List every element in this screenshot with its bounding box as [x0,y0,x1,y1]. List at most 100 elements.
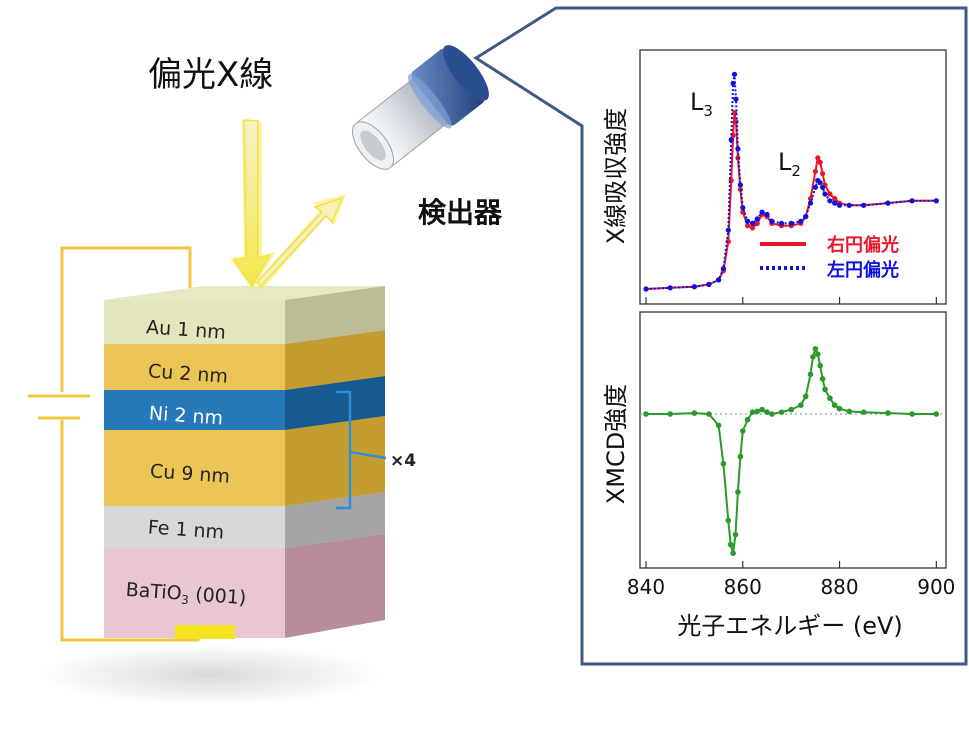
data-point [749,220,756,226]
data-point [810,354,816,360]
data-point [803,214,809,220]
chart-xmcd-ylabel: XMCD強度 [602,384,630,504]
legend-label-right: 右円偏光 [827,234,899,256]
data-point [815,351,821,358]
layer-label-batio3: BaTiO3 (001) [125,579,247,611]
data-point [759,209,765,215]
chart-xmcd-frame [639,311,947,569]
data-point [832,196,838,202]
data-point [740,428,746,434]
x-tick-label: 860 [724,575,762,599]
chart-xmcd-ticklabels: 840 860 880 900 [627,575,956,599]
data-point [819,376,826,382]
data-point [812,184,819,190]
annotation-l3: L3 [690,88,713,120]
data-point [745,223,751,229]
data-point [715,422,722,429]
data-point [725,517,732,524]
x-tick-label: 840 [627,575,665,599]
data-point [735,489,741,495]
chart-xmcd: 840 860 880 900 XMCD強度 光子エネルギー (eV) [602,311,956,640]
data-point [643,411,649,417]
data-point [798,402,804,409]
data-point [764,409,770,416]
x-tick-label: 880 [820,575,858,599]
data-point [885,410,891,416]
data-point [643,286,649,292]
data-point [817,159,823,165]
data-point [846,408,852,415]
data-point [778,409,785,416]
data-point [933,411,940,417]
data-point [860,409,867,416]
data-point [885,200,891,206]
repeat-label: ×4 [390,451,416,471]
data-point [836,202,843,208]
data-point [769,411,775,417]
data-point [732,531,739,538]
data-point [827,395,833,402]
data-point [754,408,761,415]
data-point [667,411,673,417]
layer-au [104,286,385,344]
chart-absorption: X線吸収強度 L3 L2 右円偏光 左円偏光 [602,49,947,305]
data-point [728,137,734,143]
chart-absorption-ticks [645,297,937,304]
data-point [744,416,751,423]
data-point [909,198,915,204]
data-point [737,453,744,460]
layer-stack [104,286,385,639]
data-point [727,541,734,548]
data-point [733,96,739,102]
data-point [827,191,833,197]
data-point [831,402,838,409]
data-point [754,216,760,222]
data-point [798,218,804,224]
data-point [720,460,727,467]
data-point [706,281,712,287]
data-point [802,393,809,400]
data-point [836,405,843,412]
data-point [730,80,736,86]
data-point [822,386,828,393]
circuit-wire-top [60,246,192,392]
data-point [846,202,852,208]
data-point [691,410,698,416]
battery-icon [28,394,90,420]
data-point [933,198,939,204]
data-point [716,277,722,283]
data-point [788,220,794,226]
repeat-bracket [336,390,387,510]
chart-absorption-series [643,71,939,292]
data-point [740,205,746,211]
data-point [807,371,814,378]
data-point [827,198,833,204]
data-point [832,200,838,206]
data-point [822,191,828,197]
data-point [820,171,826,177]
xray-label: 偏光X線 [148,55,273,95]
x-tick-label: 900 [917,575,955,599]
data-point [909,411,915,417]
data-point [745,218,751,224]
legend-label-left: 左円偏光 [827,259,899,281]
data-point [725,227,731,233]
data-point [817,180,823,186]
stack-shadow [40,645,380,705]
data-point [749,225,756,231]
chart-absorption-frame [639,49,947,305]
data-point [820,184,826,190]
data-point [731,71,738,77]
data-point [769,218,775,224]
data-point [720,266,727,272]
data-point [812,168,819,174]
data-point [737,182,744,188]
layer-label-ni: Ni 2 nm [148,402,224,429]
data-point [706,411,712,417]
chart-xmcd-xlabel: 光子エネルギー (eV) [677,612,903,640]
xray-beam [230,119,346,290]
chart-xmcd-series [643,346,940,556]
data-point [749,409,756,416]
chart-absorption-ylabel: X線吸収強度 [602,108,630,244]
